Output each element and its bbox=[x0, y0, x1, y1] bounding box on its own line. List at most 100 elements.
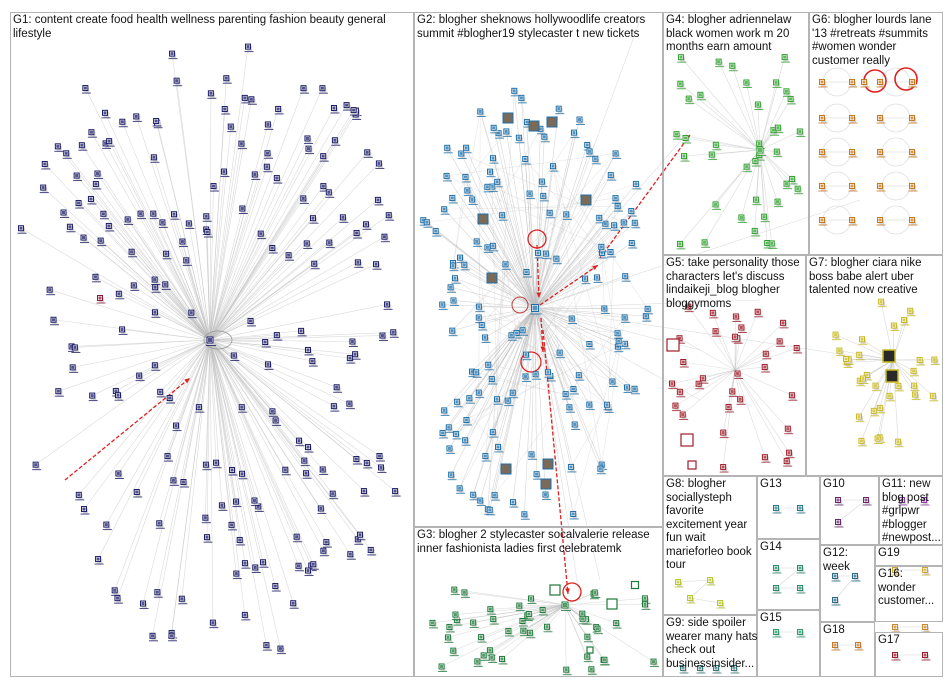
vertex-node[interactable] bbox=[462, 417, 472, 426]
vertex-node[interactable] bbox=[606, 248, 616, 258]
vertex-node[interactable] bbox=[908, 115, 918, 124]
vertex-node[interactable] bbox=[493, 396, 503, 405]
vertex-node[interactable] bbox=[731, 333, 741, 343]
vertex-node[interactable] bbox=[92, 180, 102, 190]
vertex-node[interactable] bbox=[908, 217, 918, 226]
vertex-node[interactable] bbox=[585, 340, 595, 350]
vertex-node[interactable] bbox=[891, 624, 901, 633]
vertex-node[interactable] bbox=[438, 301, 448, 311]
vertex-node[interactable] bbox=[527, 451, 537, 460]
vertex-node[interactable] bbox=[325, 189, 335, 198]
vertex-node[interactable] bbox=[151, 362, 161, 371]
vertex-node[interactable] bbox=[621, 314, 631, 323]
vertex-node[interactable] bbox=[527, 595, 537, 604]
vertex-node[interactable] bbox=[149, 210, 159, 220]
vertex-node[interactable] bbox=[818, 149, 828, 158]
vertex-node[interactable] bbox=[859, 375, 869, 385]
vertex-node[interactable] bbox=[130, 282, 140, 291]
vertex-node[interactable] bbox=[498, 655, 508, 665]
vertex-node[interactable] bbox=[772, 585, 782, 594]
vertex-node[interactable] bbox=[330, 403, 340, 412]
vertex-node[interactable] bbox=[743, 163, 753, 173]
vertex-node[interactable] bbox=[251, 171, 261, 180]
vertex-node[interactable] bbox=[308, 358, 318, 367]
vertex-node[interactable] bbox=[173, 77, 183, 87]
vertex-node[interactable] bbox=[737, 214, 747, 223]
vertex-node[interactable] bbox=[607, 172, 617, 181]
vertex-node[interactable] bbox=[105, 222, 115, 232]
vertex-node[interactable] bbox=[546, 209, 556, 219]
vertex-node[interactable] bbox=[796, 585, 806, 594]
vertex-node[interactable] bbox=[158, 219, 168, 228]
vertex-node[interactable] bbox=[510, 87, 520, 97]
vertex-node[interactable] bbox=[325, 239, 335, 249]
vertex-node[interactable] bbox=[477, 634, 487, 643]
vertex-node[interactable] bbox=[428, 619, 438, 629]
vertex-node[interactable] bbox=[854, 642, 864, 651]
vertex-node[interactable] bbox=[268, 245, 278, 254]
vertex-node[interactable] bbox=[680, 433, 694, 447]
vertex-node[interactable] bbox=[489, 155, 499, 164]
vertex-node[interactable] bbox=[673, 131, 683, 140]
vertex-node[interactable] bbox=[627, 208, 637, 217]
vertex-node[interactable] bbox=[736, 396, 746, 405]
vertex-node[interactable] bbox=[456, 485, 466, 494]
vertex-node[interactable] bbox=[377, 464, 387, 473]
vertex-node[interactable] bbox=[772, 629, 782, 638]
vertex-node[interactable] bbox=[834, 497, 844, 506]
vertex-node[interactable] bbox=[486, 168, 496, 178]
vertex-node[interactable] bbox=[257, 230, 267, 240]
vertex-node[interactable] bbox=[473, 238, 483, 247]
vertex-node[interactable] bbox=[179, 478, 189, 488]
vertex-node[interactable] bbox=[75, 491, 85, 501]
vertex-node[interactable] bbox=[818, 115, 828, 124]
vertex-node[interactable] bbox=[319, 466, 329, 475]
vertex-node[interactable] bbox=[185, 220, 195, 229]
vertex-node[interactable] bbox=[612, 150, 622, 159]
vertex-node[interactable] bbox=[732, 313, 742, 322]
vertex-node[interactable] bbox=[793, 344, 803, 354]
vertex-node[interactable] bbox=[552, 255, 562, 265]
vertex-node[interactable] bbox=[343, 102, 353, 111]
vertex-node[interactable] bbox=[630, 580, 640, 590]
vertex-node[interactable] bbox=[80, 234, 90, 244]
vertex-node[interactable] bbox=[247, 317, 257, 327]
vertex-node[interactable] bbox=[679, 358, 689, 368]
vertex-node[interactable] bbox=[921, 567, 931, 576]
vertex-node[interactable] bbox=[264, 121, 274, 130]
vertex-node[interactable] bbox=[319, 153, 329, 162]
vertex-node[interactable] bbox=[712, 665, 722, 674]
vertex-node[interactable] bbox=[556, 349, 566, 359]
vertex-node[interactable] bbox=[706, 577, 716, 586]
vertex-node[interactable] bbox=[264, 361, 274, 370]
vertex-node[interactable] bbox=[114, 470, 124, 479]
vertex-node[interactable] bbox=[206, 336, 216, 346]
avatar-node[interactable] bbox=[546, 116, 558, 128]
vertex-node[interactable] bbox=[380, 233, 390, 243]
vertex-node[interactable] bbox=[439, 429, 449, 439]
vertex-node[interactable] bbox=[263, 150, 273, 159]
vertex-node[interactable] bbox=[595, 214, 605, 224]
vertex-node[interactable] bbox=[569, 510, 579, 520]
vertex-node[interactable] bbox=[581, 275, 591, 285]
vertex-node[interactable] bbox=[457, 150, 467, 160]
vertex-node[interactable] bbox=[354, 259, 364, 268]
vertex-node[interactable] bbox=[614, 203, 624, 212]
vertex-node[interactable] bbox=[80, 506, 90, 515]
vertex-node[interactable] bbox=[468, 196, 478, 206]
vertex-node[interactable] bbox=[606, 598, 618, 610]
vertex-node[interactable] bbox=[118, 326, 128, 335]
vertex-node[interactable] bbox=[571, 421, 581, 430]
vertex-node[interactable] bbox=[594, 625, 604, 635]
vertex-node[interactable] bbox=[241, 560, 251, 569]
vertex-node[interactable] bbox=[168, 632, 178, 642]
vertex-node[interactable] bbox=[391, 488, 401, 497]
vertex-node[interactable] bbox=[908, 79, 918, 88]
vertex-node[interactable] bbox=[794, 185, 804, 195]
vertex-node[interactable] bbox=[178, 595, 188, 605]
vertex-node[interactable] bbox=[66, 223, 76, 233]
vertex-node[interactable] bbox=[385, 212, 395, 221]
vertex-node[interactable] bbox=[375, 453, 385, 462]
vertex-node[interactable] bbox=[96, 295, 106, 304]
vertex-node[interactable] bbox=[876, 79, 886, 88]
